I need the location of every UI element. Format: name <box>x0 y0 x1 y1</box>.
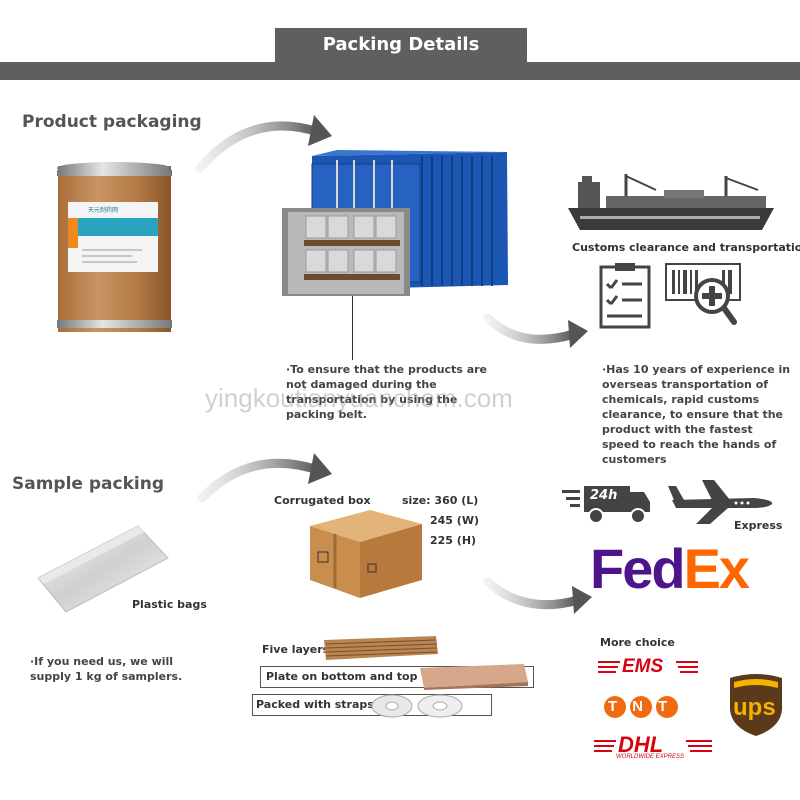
straps-row <box>252 694 492 716</box>
airplane-icon <box>668 480 773 524</box>
plate-row <box>260 666 534 688</box>
corrugated-box-label: Corrugated box <box>274 494 371 507</box>
barcode-scan-icon <box>665 263 741 325</box>
plate-board <box>420 664 528 690</box>
page-title: Packing Details <box>322 34 480 55</box>
arrow-to-container <box>195 115 332 173</box>
plastic-bag <box>37 525 169 613</box>
straps-label: Packed with straps <box>256 698 374 711</box>
clipboard-icon <box>599 263 651 329</box>
fedex-logo: FedEx <box>590 536 750 601</box>
fedex-ex: Ex <box>683 537 750 600</box>
customs-title: Customs clearance and transportation <box>572 241 800 254</box>
five-layers-cardboard <box>324 636 438 660</box>
dhl-text: DHL <box>618 732 664 757</box>
product-packaging-title: Product packaging <box>22 112 202 132</box>
strap-rolls <box>371 694 463 718</box>
five-layers-label: Five layers <box>262 643 330 656</box>
container-pointer-line <box>352 296 353 360</box>
more-choice-label: More choice <box>600 636 675 649</box>
express-label: Express <box>734 519 783 532</box>
cargo-ship-icon <box>568 174 774 230</box>
ups-text: ups <box>733 694 776 721</box>
truck-24h-icon <box>562 486 650 524</box>
ups-shield <box>730 674 782 736</box>
sample-packing-title: Sample packing <box>12 474 164 494</box>
ems-text: EMS <box>622 656 664 677</box>
box-size-length: size: 360 (L) <box>402 494 479 507</box>
watermark: yingkoutianyuanchem.com <box>205 383 513 413</box>
corrugated-box <box>310 510 422 598</box>
arrow-to-carriers <box>483 577 592 614</box>
plate-label: Plate on bottom and top <box>266 670 418 683</box>
tnt-text: TNT <box>608 698 683 715</box>
arrow-to-box <box>197 453 332 503</box>
fiber-drum <box>57 162 172 332</box>
plastic-bags-label: Plastic bags <box>132 598 207 611</box>
truck-24h-text: 24h <box>590 488 618 503</box>
drum-label: 天元制药网 <box>88 207 119 214</box>
box-size-height: 225 (H) <box>430 534 477 547</box>
product-note: ·To ensure that the products are not dam… <box>286 363 487 421</box>
dhl-logo: DHL WORLDWIDE EXPRESS <box>594 732 714 764</box>
dhl-subtext: WORLDWIDE EXPRESS <box>616 754 685 760</box>
fedex-fed: Fed <box>590 537 686 600</box>
customs-note: ·Has 10 years of experience in overseas … <box>602 363 791 466</box>
shipping-container <box>282 150 508 296</box>
ems-logo: EMS <box>596 656 700 678</box>
arrow-to-customs <box>483 313 588 348</box>
header-tab <box>275 28 527 74</box>
box-size-width: 245 (W) <box>430 514 479 527</box>
sample-note: ·If you need us, we will supply 1 kg of … <box>30 655 183 683</box>
